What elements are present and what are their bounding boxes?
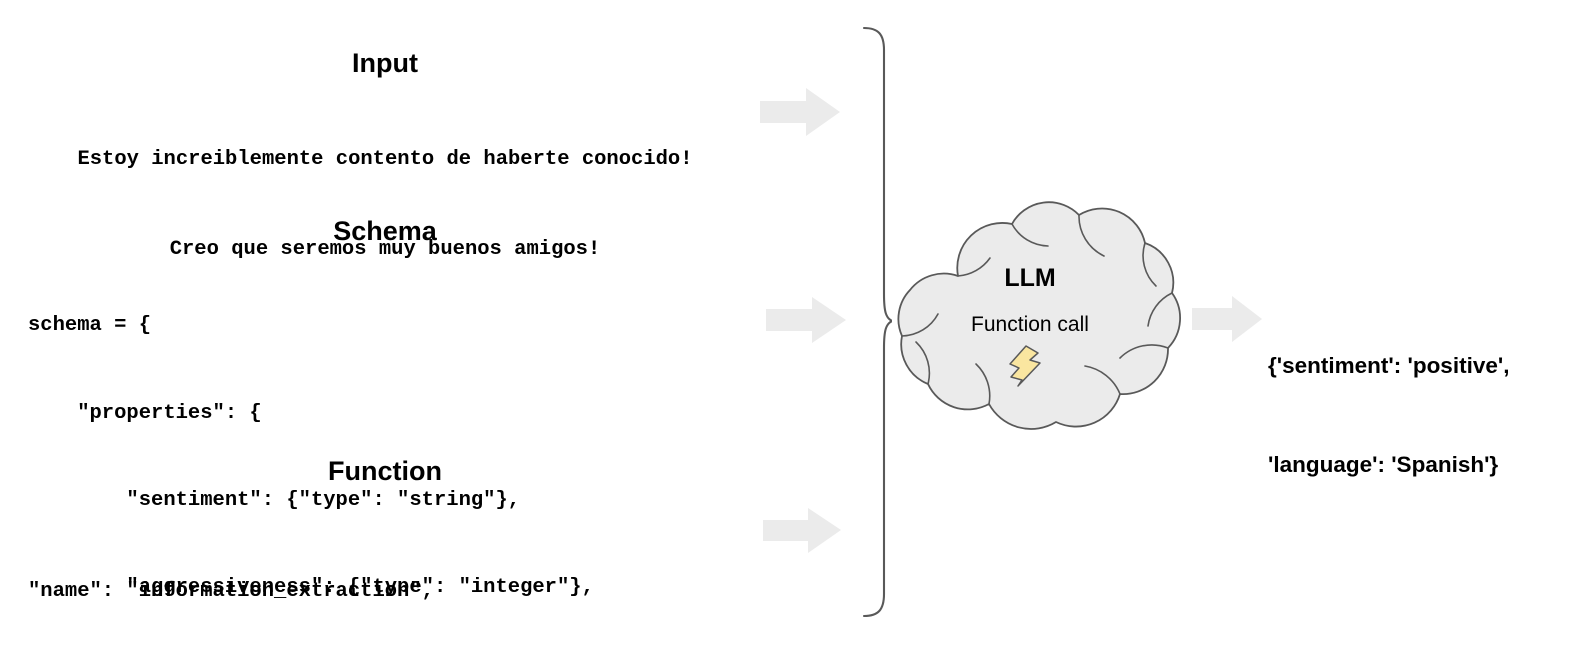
schema-line-4: "aggressiveness": {"type": "integer"}, <box>28 576 594 600</box>
schema-line-1: schema = { <box>28 314 152 338</box>
schema-line-2: "properties": { <box>28 401 262 425</box>
schema-text-block: schema = { "properties": { "sentiment": … <box>28 253 768 647</box>
function-arrow-icon <box>763 508 841 553</box>
function-text-block: "name": "information_extraction", "descr… <box>28 492 768 647</box>
llm-subtitle: Function call <box>971 313 1089 336</box>
function-line-1: "name": "information_extraction", <box>28 579 434 603</box>
lightning-bolt-icon <box>1009 345 1041 387</box>
function-heading: Function <box>328 456 442 486</box>
output-arrow-icon <box>1192 296 1262 342</box>
output-line-2: 'language': 'Spanish'} <box>1268 452 1499 478</box>
schema-heading: Schema <box>333 216 437 246</box>
grouping-brace-icon <box>862 26 892 618</box>
input-arrow-icon <box>760 88 840 136</box>
llm-title: LLM <box>1004 264 1056 292</box>
input-text-block: Estoy increiblemente contento de haberte… <box>0 86 770 324</box>
input-line-2: Creo que seremos muy buenos amigos! <box>169 237 601 261</box>
schema-line-3: "sentiment": {"type": "string"}, <box>28 488 521 512</box>
output-text-block: {'sentiment': 'positive', 'language': 'S… <box>1268 282 1578 548</box>
input-heading: Input <box>352 48 418 78</box>
llm-cloud: LLM Function call <box>880 198 1190 443</box>
input-line-1: Estoy increiblemente contento de haberte… <box>77 148 693 172</box>
output-line-1: {'sentiment': 'positive', <box>1268 352 1510 378</box>
cloud-shape-icon <box>897 201 1181 430</box>
schema-arrow-icon <box>766 297 846 343</box>
